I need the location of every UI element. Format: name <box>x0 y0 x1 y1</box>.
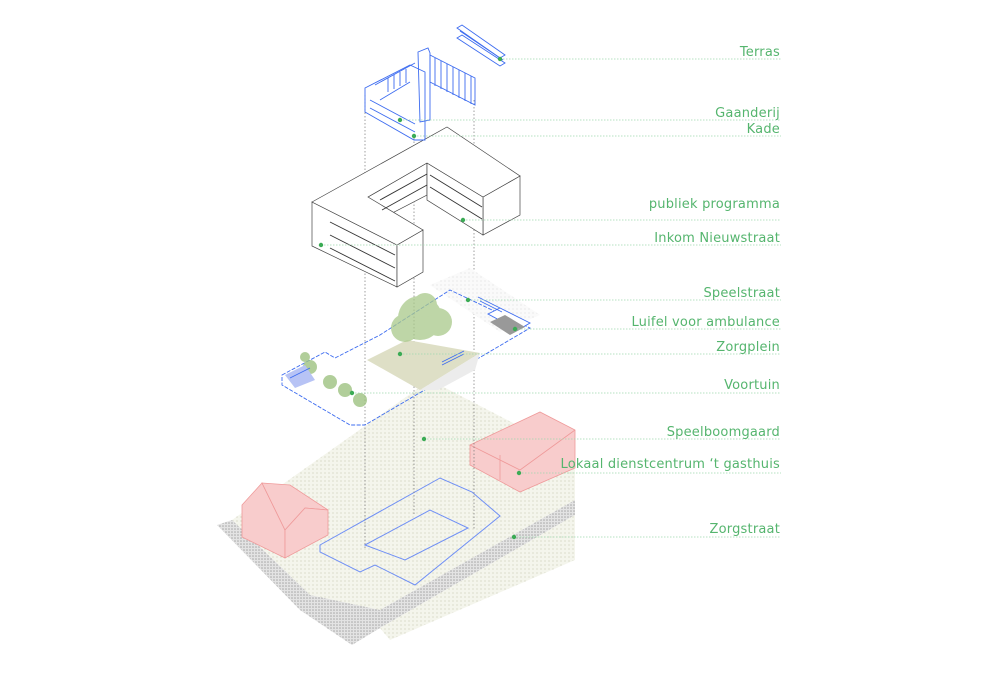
label-zorgstraat: Zorgstraat <box>709 522 780 537</box>
bike-racks <box>289 296 503 379</box>
label-kade: Kade <box>746 122 780 137</box>
lokaal-dienstcentrum-building <box>469 411 576 493</box>
tree-canopy <box>391 293 452 342</box>
label-lokaal-dienstcentrum: Lokaal dienstcentrum ‘t gasthuis <box>560 457 780 472</box>
zorgplein-paving <box>420 353 480 390</box>
projection-lines <box>364 95 475 548</box>
label-inkom-nieuwstraat: Inkom Nieuwstraat <box>654 231 780 246</box>
leader-dots <box>318 56 522 540</box>
label-voortuin: Voortuin <box>724 378 780 393</box>
roof <box>311 126 521 246</box>
street-hatched <box>217 500 575 645</box>
label-gaanderij: Gaanderij <box>715 106 780 121</box>
label-luifel-voor-ambulance: Luifel voor ambulance <box>631 315 780 330</box>
plaza-outline <box>281 289 531 426</box>
leader-lines <box>321 58 781 538</box>
label-speelstraat: Speelstraat <box>703 286 780 301</box>
main-building <box>311 126 521 288</box>
label-publiek-programma: publiek programma <box>648 197 780 212</box>
footprint-courtyard <box>363 509 470 561</box>
voortuin-blue-area <box>285 365 315 388</box>
sidewalk <box>380 515 575 640</box>
voortuin-trees <box>300 352 367 407</box>
label-zorgplein: Zorgplein <box>716 340 780 355</box>
label-speelboomgaard: Speelboomgaard <box>666 425 780 440</box>
building-footprint <box>319 477 501 586</box>
gaanderij-frame <box>364 47 476 141</box>
terras-beams <box>456 24 506 67</box>
zorgplein-square <box>367 340 480 390</box>
label-terras: Terras <box>739 45 780 60</box>
neighbour-house-left <box>241 482 329 559</box>
plaza-level <box>281 268 540 426</box>
